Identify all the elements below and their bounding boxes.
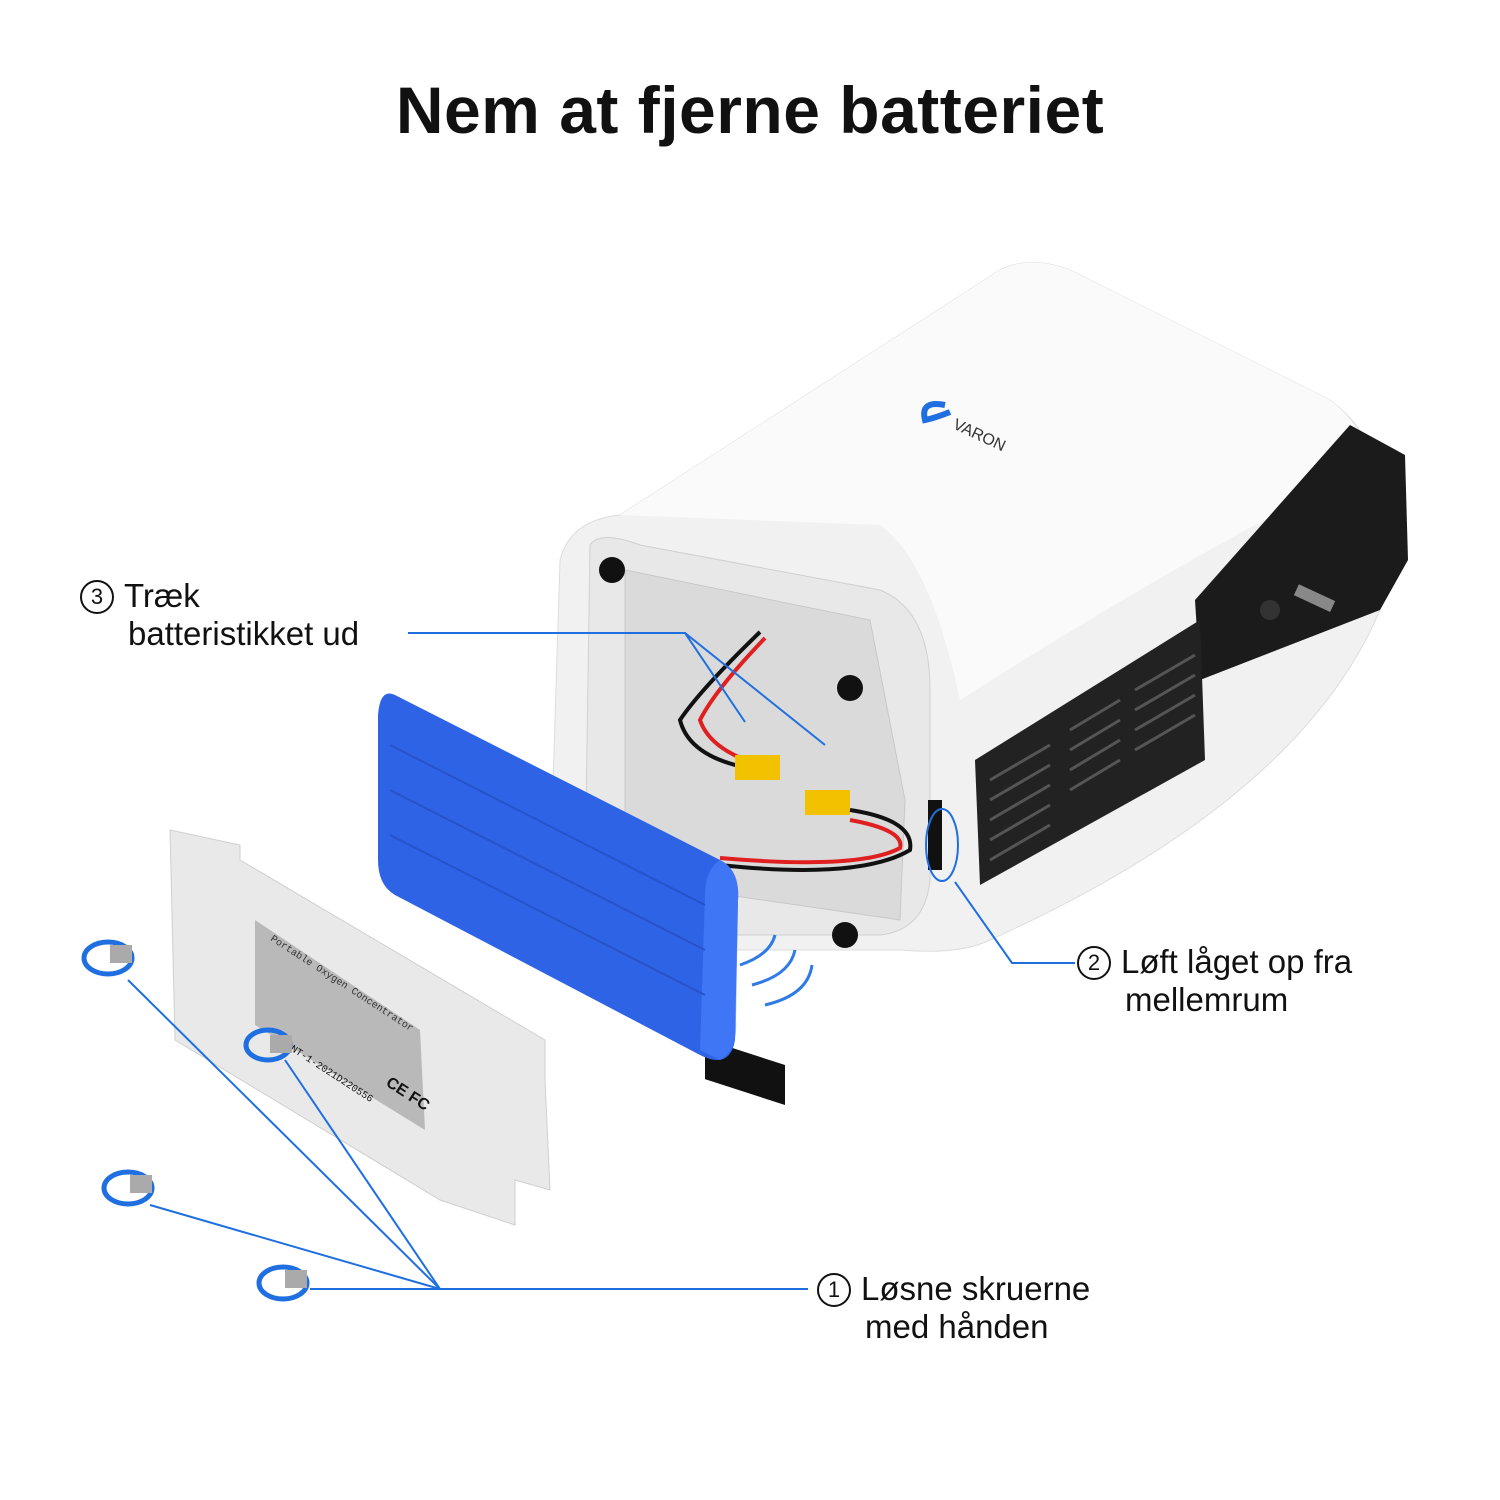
product-label [255,920,425,1130]
callout-step-3: 3 Træk batteristikket ud [80,577,359,653]
foot [832,922,858,948]
callout-text: mellemrum [1125,981,1289,1018]
step-number: 2 [1077,946,1111,980]
callout-text: batteristikket ud [128,615,360,652]
thumb-screws [81,939,310,1302]
callout-step-1: 1 Løsne skruerne med hånden [817,1270,1090,1346]
callout-text: Løsne skruerne [861,1270,1091,1307]
screw-icon [81,939,135,977]
step-number: 1 [817,1273,851,1307]
lift-arrows-icon [739,934,814,1007]
oxygen-concentrator: VARON [549,262,1408,1106]
battery-connector [735,755,780,780]
screw-icon [243,1027,293,1063]
control-panel-side [1195,425,1408,680]
callout-text: Løft låget op fra [1121,943,1353,980]
battery-cover: Portable Oxygen Concentrator NT-1-2021D2… [169,829,551,1226]
callout-text: med hånden [865,1308,1049,1345]
lid-gap [928,800,942,870]
callout-step-2: 2 Løft låget op fra mellemrum [1077,943,1352,1019]
leader-lines [127,632,1075,1290]
battery-pack [378,693,739,1060]
outlet-port [1260,600,1280,620]
foot [837,675,863,701]
screw-icon [101,1169,155,1207]
screw-icon [256,1264,310,1302]
page-title: Nem at fjerne batteriet [395,73,1105,147]
vent-grille [975,620,1205,885]
foot [599,557,625,583]
battery-connector [805,790,850,815]
callout-text: Træk [124,577,200,614]
step-number: 3 [80,580,114,614]
oxygen-nozzle [1293,584,1336,613]
